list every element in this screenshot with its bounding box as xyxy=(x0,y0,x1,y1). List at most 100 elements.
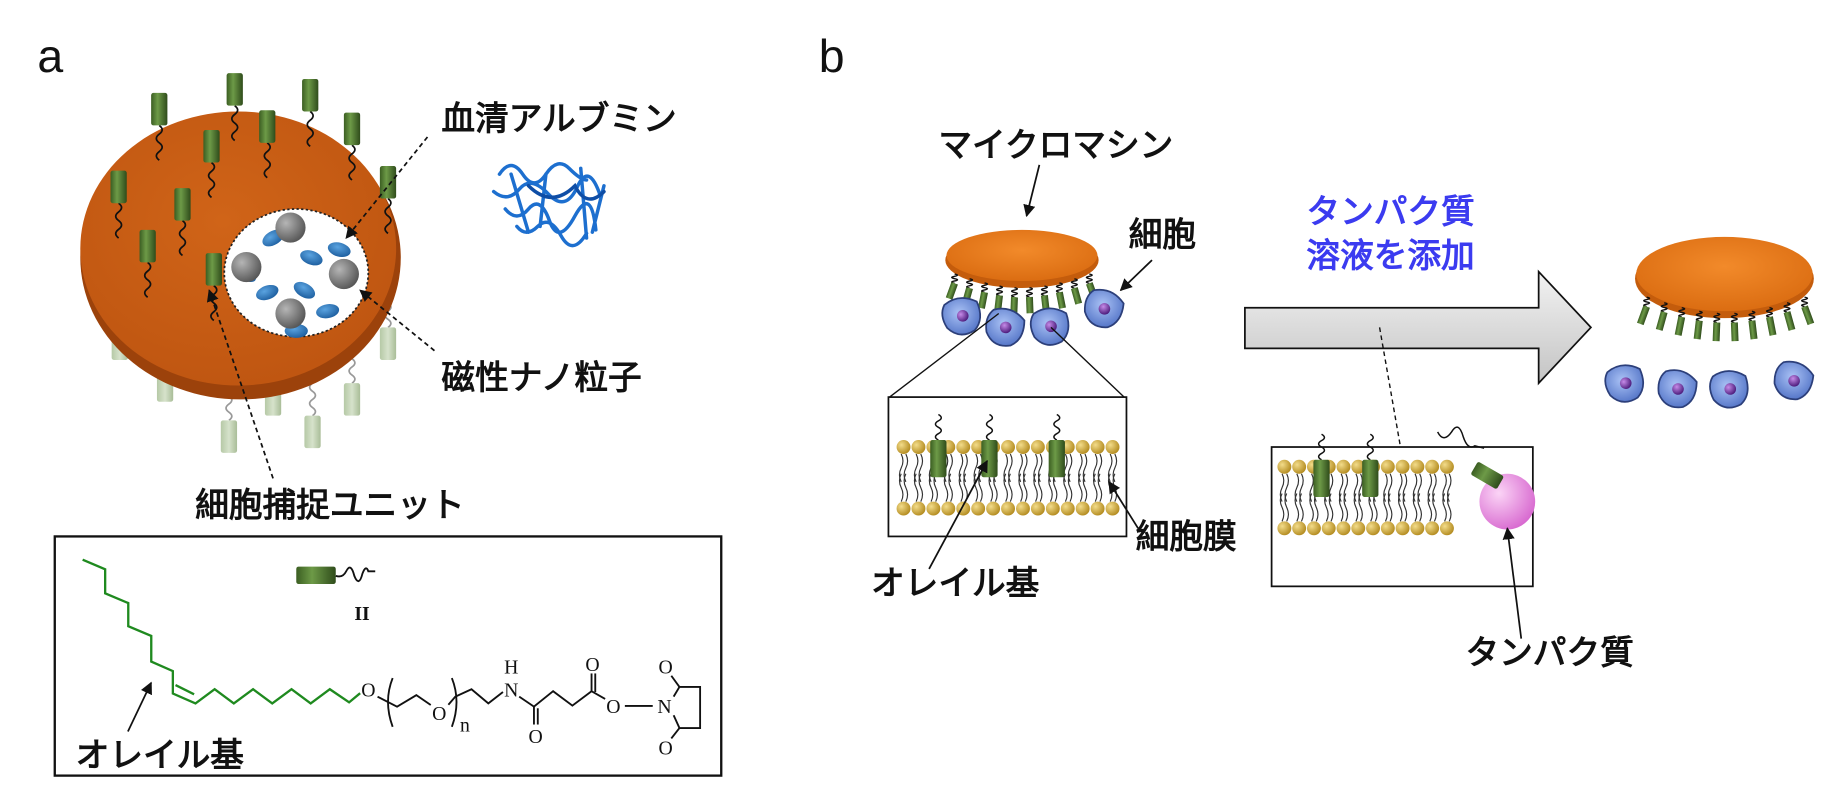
linker-squiggle xyxy=(263,142,272,179)
oleyl-cylinder xyxy=(1313,459,1330,497)
linker-squiggle xyxy=(306,110,314,147)
lipid-tail xyxy=(1018,473,1028,502)
serum-albumin-structure xyxy=(491,161,606,248)
panel-b-letter: b xyxy=(819,30,845,82)
linker-squiggle xyxy=(1070,278,1078,289)
linker-squiggle xyxy=(1800,296,1809,308)
oleyl-cylinder xyxy=(994,294,1003,312)
linker-squiggle xyxy=(1366,433,1374,461)
oleyl-cylinder-back xyxy=(343,383,361,416)
lipid-head xyxy=(1351,459,1366,474)
capture-unit-icon xyxy=(296,566,336,585)
lipid-tail xyxy=(973,473,983,502)
lipid-head xyxy=(986,501,1001,516)
linker-squiggle xyxy=(1436,426,1485,449)
lipid-head xyxy=(1439,521,1454,536)
process-arrow xyxy=(1244,269,1593,386)
oleyl-cylinder xyxy=(981,440,998,478)
lipid-head xyxy=(1425,459,1440,474)
linker-squiggle xyxy=(143,261,152,298)
oleyl-cylinder xyxy=(139,229,156,263)
lipid-head xyxy=(896,501,911,516)
linker-squiggle xyxy=(951,273,959,284)
magnetic-nanoparticle xyxy=(231,251,262,283)
lipid-head xyxy=(1395,521,1410,536)
linker-squiggle xyxy=(1010,287,1019,298)
albumin-particle xyxy=(300,250,323,266)
label-oleyl-group-b: オレイル基 xyxy=(871,563,1040,602)
cell xyxy=(1657,369,1698,409)
lipid-head xyxy=(1015,501,1030,516)
lipid-head xyxy=(941,501,956,516)
linker-squiggle xyxy=(1317,433,1326,461)
lipid-head xyxy=(1321,521,1336,536)
oleyl-cylinder-back xyxy=(220,420,238,453)
lipid-head xyxy=(1336,521,1351,536)
lipid-head xyxy=(1306,521,1321,536)
linker-squiggle xyxy=(1085,273,1093,284)
lipid-tail xyxy=(1092,473,1103,502)
lipid-tail xyxy=(1003,473,1013,502)
linker-squiggle xyxy=(114,202,123,239)
linker-squiggle xyxy=(308,382,317,417)
linker-squiggle xyxy=(384,197,392,235)
linker-squiggle xyxy=(230,104,239,142)
lipid-head xyxy=(1105,440,1120,454)
lipid-head xyxy=(1439,459,1454,474)
equals-sign: II xyxy=(354,603,370,625)
oleyl-cylinder xyxy=(1693,320,1703,340)
lipid-head xyxy=(1277,521,1292,536)
linker-squiggle xyxy=(995,285,1004,297)
cell-nucleus xyxy=(956,310,969,322)
linker-squiggle xyxy=(348,144,356,181)
chemical-structure-box: II O O n H N O O O N O O オレイル基 xyxy=(53,535,723,777)
cell-nucleus xyxy=(1788,375,1800,387)
lipid-tail xyxy=(1338,493,1349,522)
lipid-tail xyxy=(1353,493,1363,522)
oleyl-cylinder xyxy=(1362,459,1379,497)
label-protein: タンパク質 xyxy=(1466,633,1634,672)
lipid-tail xyxy=(1324,493,1334,522)
atom-o: O xyxy=(361,680,375,702)
oleyl-cylinder xyxy=(930,440,947,478)
oleyl-cylinder xyxy=(1025,296,1034,314)
micromachine-with-cells xyxy=(941,229,1125,347)
lipid-tail xyxy=(1294,493,1304,522)
oleyl-chain xyxy=(82,558,361,705)
atom-h: H xyxy=(504,656,518,678)
lipid-tail xyxy=(1412,493,1423,522)
lipid-head xyxy=(926,501,941,516)
cell xyxy=(941,297,982,336)
oleyl-cylinder xyxy=(1730,322,1739,342)
oleyl-cylinder xyxy=(226,73,243,106)
oleyl-cylinder xyxy=(1748,320,1758,340)
oleyl-cylinder xyxy=(151,92,168,126)
cell-nucleus xyxy=(999,321,1012,334)
oleyl-cylinder xyxy=(1655,311,1668,331)
linker-squiggle xyxy=(178,219,187,257)
oleyl-cylinder xyxy=(1048,440,1065,478)
oleyl-cylinder-back xyxy=(304,415,321,449)
lipid-tail xyxy=(988,473,998,502)
albumin-particle xyxy=(327,242,351,258)
linker-squiggle xyxy=(1783,302,1791,313)
linker-squiggle xyxy=(1053,413,1061,441)
lipid-tail xyxy=(1442,493,1452,522)
lipid-tail xyxy=(1397,493,1408,522)
step-label-line1: タンパク質 xyxy=(1306,192,1474,231)
lipid-head xyxy=(1292,459,1307,474)
label-cell-capture-unit: 細胞捕捉ユニット xyxy=(195,486,464,525)
linker-squiggle xyxy=(1643,296,1651,308)
albumin-particle xyxy=(256,284,279,301)
oleyl-cylinder xyxy=(302,78,319,112)
lipid-tail xyxy=(943,473,953,502)
lipid-tail xyxy=(1063,473,1073,502)
lipid-tail xyxy=(1309,493,1319,522)
lipid-head xyxy=(896,440,911,454)
step-label-line2: 溶液を添加 xyxy=(1306,236,1474,275)
lipid-head xyxy=(1292,521,1307,536)
protein-sphere xyxy=(1479,473,1536,530)
repeat-n: n xyxy=(460,714,470,736)
atom-o: O xyxy=(585,654,599,676)
lipid-head xyxy=(1060,501,1075,516)
